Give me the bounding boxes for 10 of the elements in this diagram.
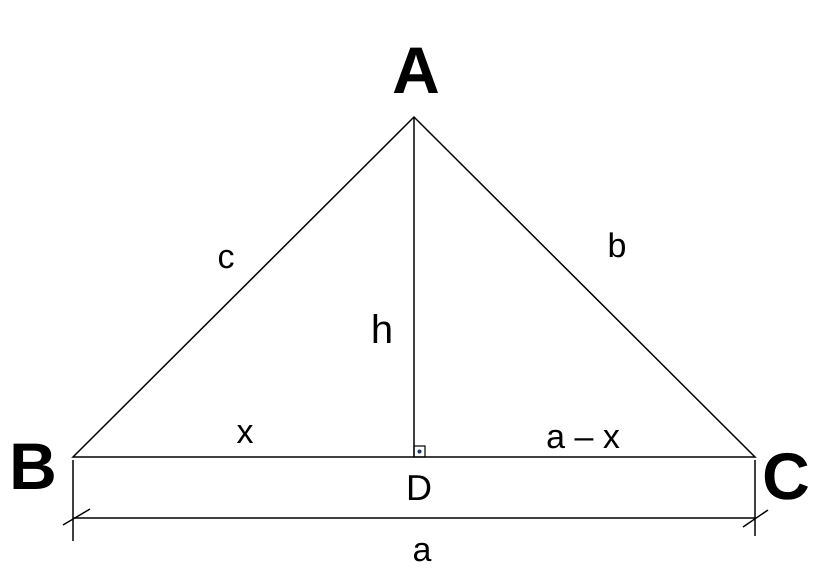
side-label: c	[218, 240, 234, 274]
vertex-label: A	[392, 37, 440, 103]
vertex-label: C	[762, 443, 810, 509]
segment-label: a – x	[546, 420, 620, 454]
dimension-label: a	[412, 533, 432, 567]
height-label: h	[370, 310, 394, 350]
side-label: b	[608, 229, 626, 263]
foot-label: D	[406, 470, 432, 506]
segment-label: x	[236, 415, 254, 449]
vertex-label: B	[9, 433, 57, 499]
